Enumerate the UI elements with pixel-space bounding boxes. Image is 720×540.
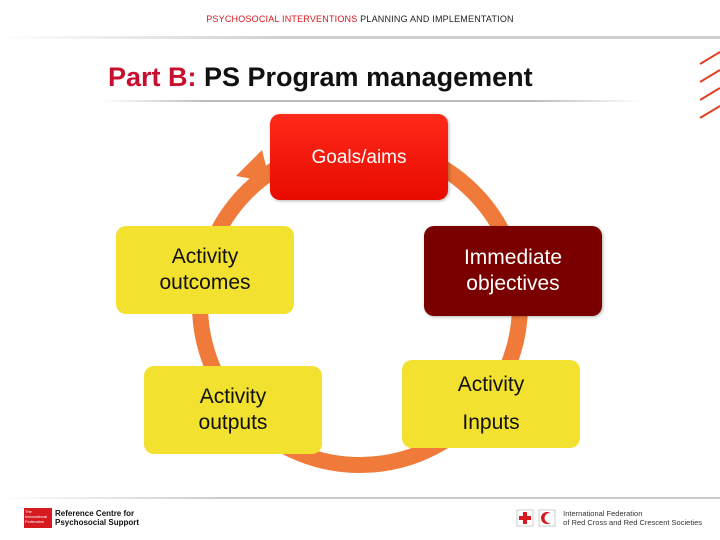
activity-outputs-box: Activity outputs [144, 366, 322, 454]
header-subtitle: PLANNING AND IMPLEMENTATION [357, 14, 514, 24]
title-part-label: Part B: [108, 62, 197, 92]
slide-title: Part B: PS Program management [108, 62, 533, 93]
outcomes-line1: Activity [171, 244, 239, 268]
activity-outcomes-box: Activity outcomes [116, 226, 294, 314]
cycle-arrow-icon [236, 150, 270, 182]
logo-right-line2: of Red Cross and Red Crescent Societies [563, 518, 702, 527]
immediate-objectives-box: Immediate objectives [424, 226, 602, 316]
outputs-line2: outputs [198, 411, 268, 434]
reference-centre-logo-mark: The International Federation [24, 508, 52, 528]
header-divider [0, 36, 720, 39]
immediate-line2: objectives [466, 272, 560, 295]
inputs-line2: Inputs [462, 411, 520, 434]
reference-centre-logo: The International Federation Reference C… [24, 508, 139, 528]
title-divider [100, 100, 640, 102]
red-cross-crescent-icon [516, 509, 556, 527]
inputs-line1: Activity [457, 373, 525, 397]
immediate-line1: Immediate [463, 245, 563, 269]
logo-left-line1: Reference Centre for [55, 509, 135, 518]
logo-left-line2: Psychosocial Support [55, 518, 140, 527]
header-topic: PSYCHOSOCIAL INTERVENTIONS [206, 14, 358, 24]
outputs-line1: Activity [199, 384, 267, 408]
logo-small-text: The International Federation [25, 509, 48, 524]
ifrc-logo: International Federation of Red Cross an… [515, 508, 702, 528]
corner-stripes-decoration [699, 51, 720, 119]
logo-right-line1: International Federation [563, 509, 643, 518]
outcomes-line2: outcomes [159, 271, 251, 294]
slide-header: PSYCHOSOCIAL INTERVENTIONS PLANNING AND … [0, 14, 720, 24]
activity-inputs-box: Activity Inputs [402, 360, 580, 448]
goals-aims-box: Goals/aims [270, 114, 448, 200]
goals-aims-label: Goals/aims [311, 147, 407, 168]
title-main: PS Program management [196, 62, 533, 92]
footer-divider [0, 497, 720, 499]
